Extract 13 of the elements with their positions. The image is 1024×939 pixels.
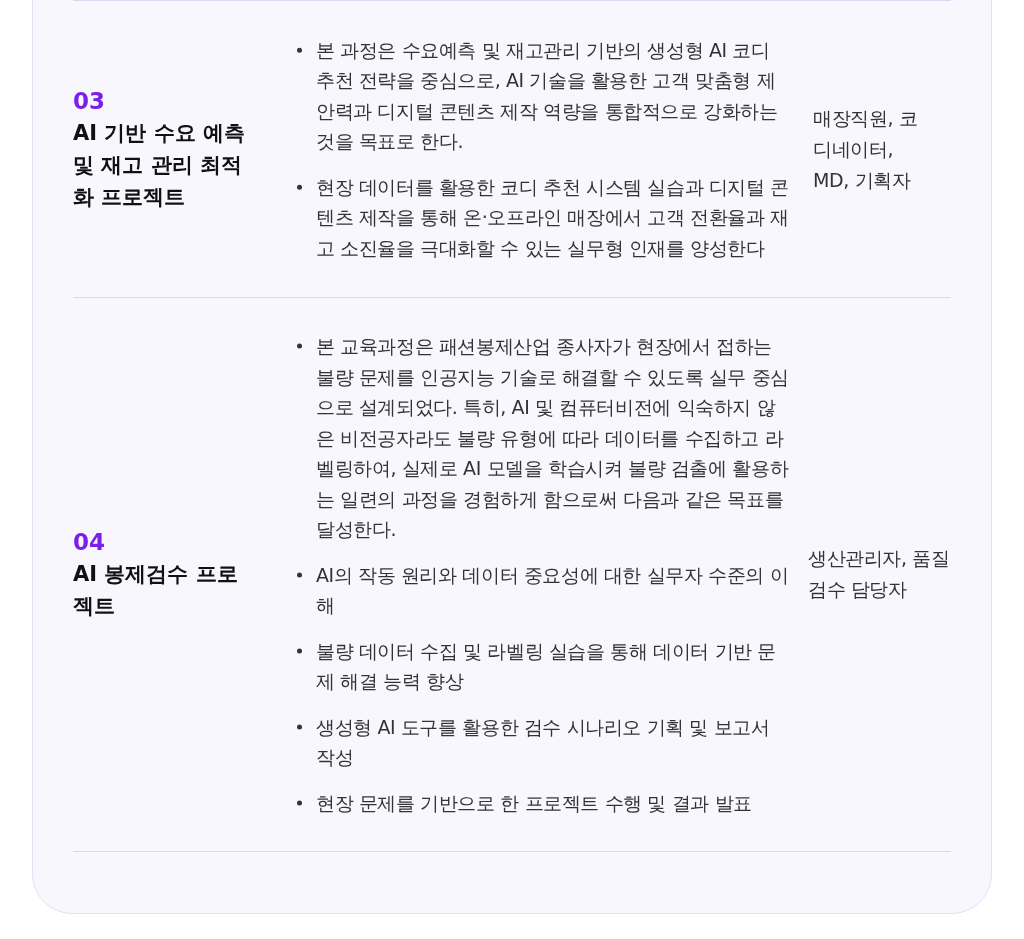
project-title: AI 봉제검수 프로젝트 [73, 561, 239, 620]
bullet-text: 불량 데이터 수집 및 라벨링 실습을 통해 데이터 기반 문제 해결 능력 향상 [295, 635, 793, 696]
bullet-text: 현장 문제를 기반으로 한 프로젝트 수행 및 결과 발표 [295, 787, 793, 818]
bullet-text: AI의 작동 원리와 데이터 중요성에 대한 실무자 수준의 이해 [295, 559, 793, 620]
bullet-text: 생성형 AI 도구를 활용한 검수 시나리오 기획 및 보고서 작성 [295, 711, 793, 772]
bullet-text: 본 교육과정은 패션봉제산업 종사자가 현장에서 접하는 불량 문제를 인공지능 기술로 해결할 수 있도록 실무 중심으로 설계되었다. 특히, AI 및 컴퓨터비전에 익숙하지 않은 비전공자라도 불량 유형에 따라 데이터를 수집하고 라벨링하여, 실제로 AI 모델을 학습시켜 불량 검출에 활용하는 일련의 과정을 경험하게 함으로써 다음과 같은 목표를 달성한다. [295, 330, 793, 544]
project-title: AI 기반 수요 예측 및 재고 관리 최적화 프로젝트 [73, 119, 246, 211]
target-audience: 매장직원, 코디네이터, MD, 기획자 [813, 105, 919, 192]
row-number: 03 [73, 86, 106, 116]
bullet-text: 본 과정은 수요예측 및 재고관리 기반의 생성형 AI 코디 추천 전략을 중심으로, AI 기술을 활용한 고객 맞춤형 제안력과 디지털 콘텐츠 제작 역량을 통합적으로 강화하는 것을 목표로 한다. [295, 34, 793, 157]
row-number: 04 [73, 528, 106, 557]
bullet-text: 현장 데이터를 활용한 코디 추천 시스템 실습과 디지털 콘텐츠 제작을 통해 온·오프라인 매장에서 고객 전환율과 재고 소진율을 극대화할 수 있는 실무형 인재를 양성한다 [295, 171, 793, 263]
target-audience: 생산관리자, 품질검수 담당자 [808, 546, 951, 602]
